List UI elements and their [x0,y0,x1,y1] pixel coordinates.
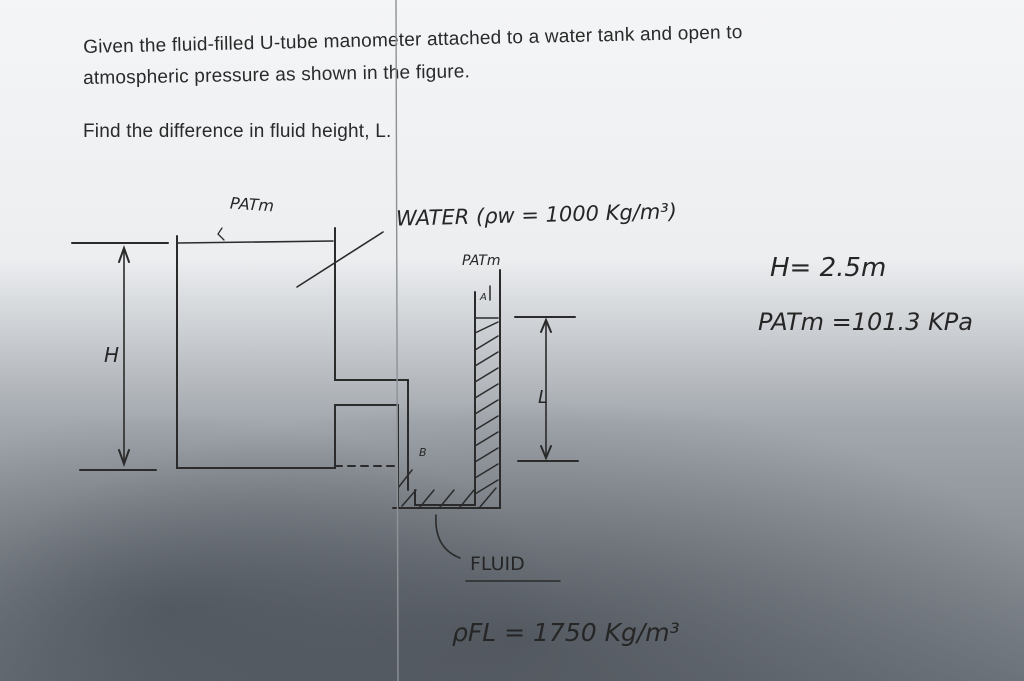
u-tube-outer [392,269,501,509]
patm-value: PATm =101.3 KPa [758,308,973,336]
u-tube-inner [414,291,476,506]
point-a-label: A [480,292,487,303]
l-dim-label: L [538,387,549,408]
patm-tube-label: PATm [462,253,501,269]
problem-question: Find the difference in fluid height, L. [83,121,392,142]
l-arrow-up [540,317,552,333]
rho-fluid-value: ρFL = 1750 Kg/m³ [452,618,680,647]
fluid-hatch [397,317,499,508]
fluid-label: FLUID [470,553,525,575]
h-arrow-down [118,449,130,467]
water-leader [296,231,384,288]
tank-outline [176,235,399,509]
patm-top-label: PATm [229,193,275,216]
page-fold [395,0,399,681]
water-surface [177,240,334,244]
fluid-leader [435,514,461,559]
patm-tick [217,227,225,241]
tank-wall-right [334,227,409,491]
l-arrow-down [540,445,552,461]
h-value: H= 2.5m [770,253,887,283]
h-dim-label: H [104,343,120,367]
point-b-label: B [419,446,427,459]
h-arrow-up [118,245,130,263]
